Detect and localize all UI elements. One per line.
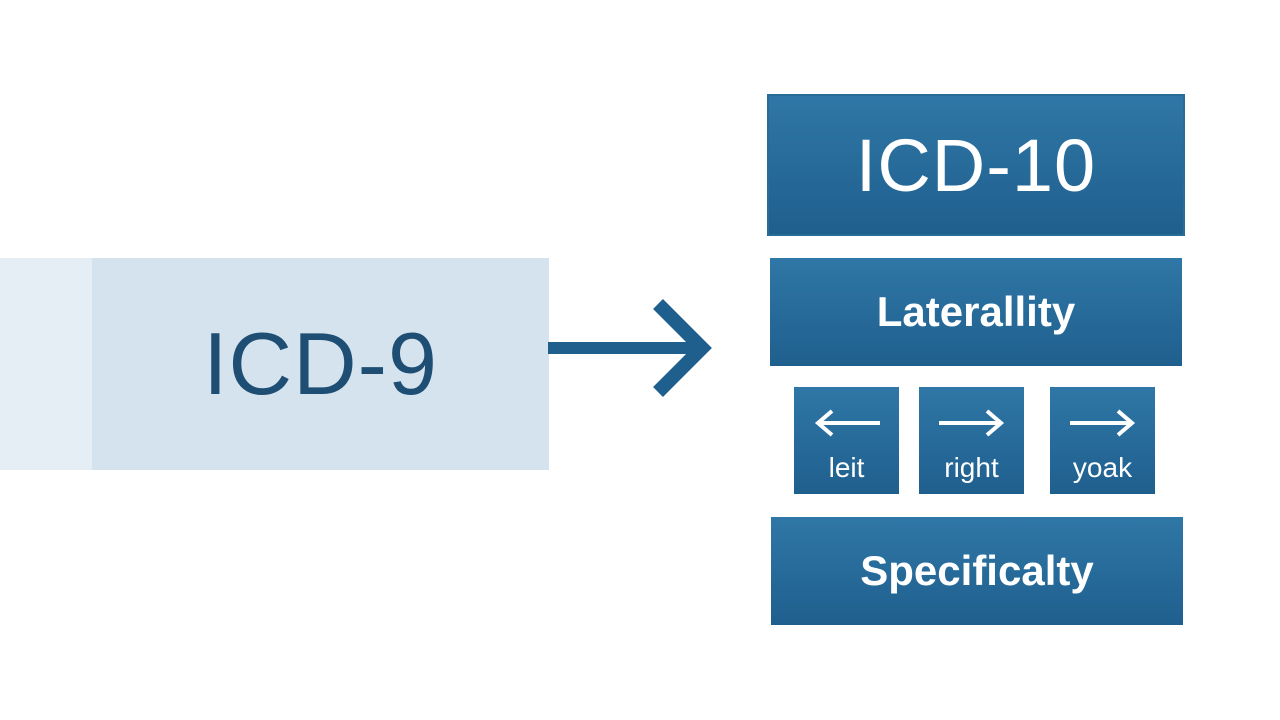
option-left-label: leit <box>828 452 865 483</box>
icd9-label: ICD-9 <box>203 314 438 413</box>
specificity-box: Specificalty <box>771 517 1183 625</box>
option-yoak-label: yoak <box>1072 452 1133 483</box>
arrow-right-icon <box>1069 409 1135 437</box>
laterality-box: Laterallity <box>770 258 1182 366</box>
specificity-label: Specificalty <box>860 547 1094 594</box>
transition-arrow-icon <box>548 299 712 397</box>
icd9-fade-strip <box>0 258 92 470</box>
option-right-label: right <box>944 452 999 483</box>
arrow-right-icon <box>938 409 1004 437</box>
icd9-box: ICD-9 <box>92 258 549 470</box>
option-yoak-box: yoak <box>1050 387 1155 494</box>
icd10-label: ICD-10 <box>855 123 1097 207</box>
icd10-box: ICD-10 <box>767 94 1185 236</box>
option-left-box: leit <box>794 387 899 494</box>
option-right-box: right <box>919 387 1024 494</box>
laterality-label: Laterallity <box>876 288 1076 335</box>
arrow-left-icon <box>814 409 880 437</box>
